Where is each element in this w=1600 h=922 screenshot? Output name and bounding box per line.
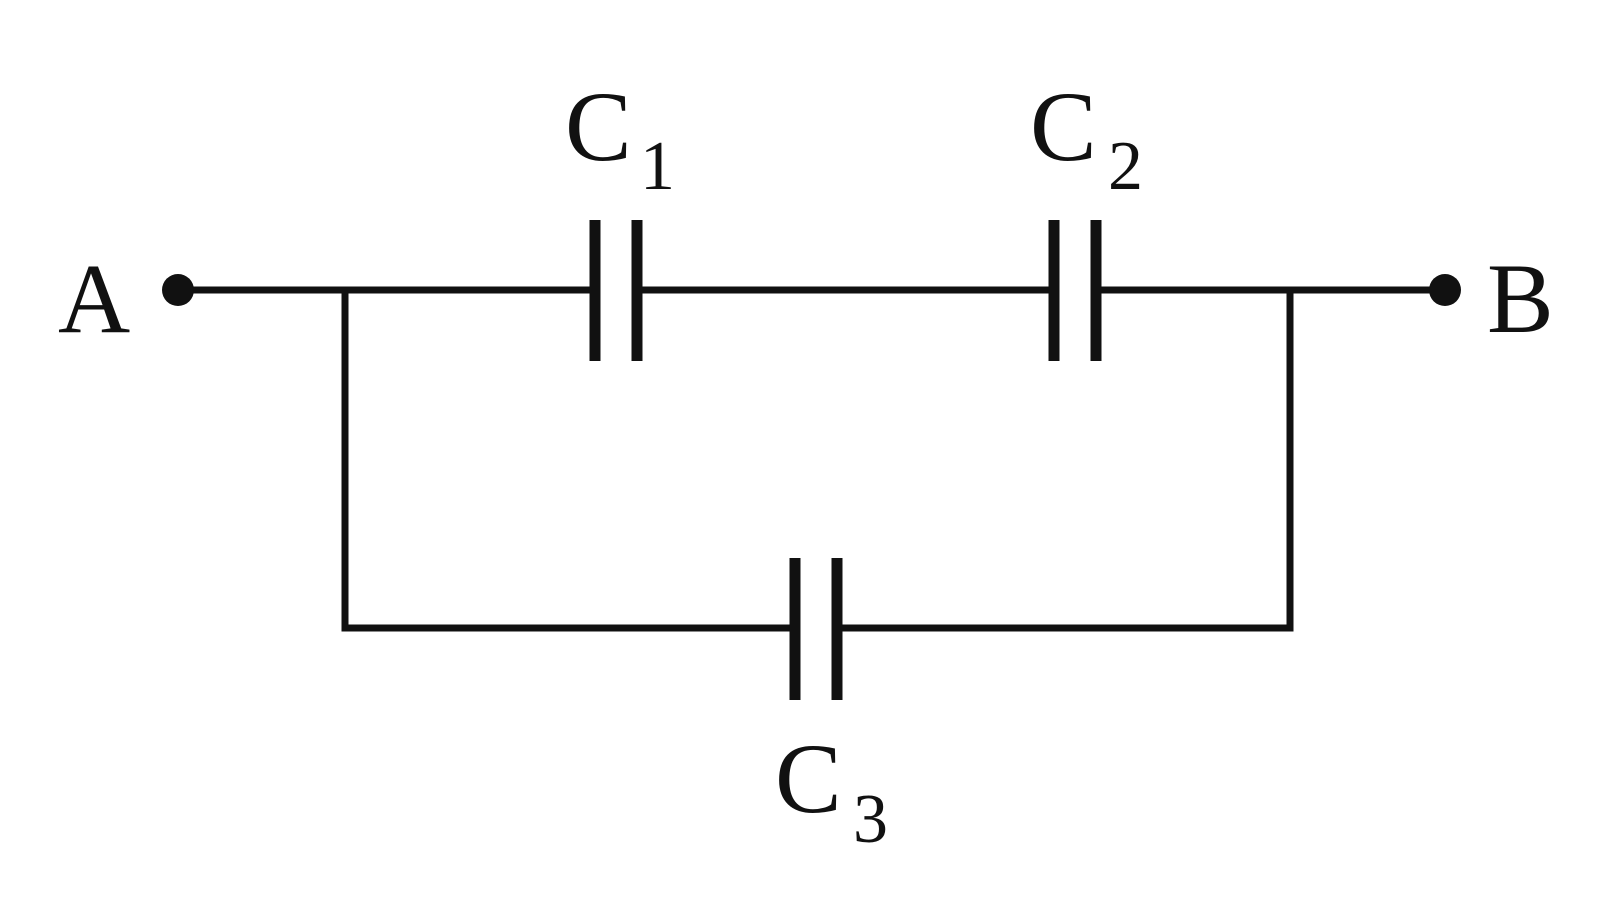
- capacitor-c3-label: C 3: [775, 723, 888, 858]
- terminal-a-label: A: [58, 243, 130, 354]
- capacitor-c3-letter: C: [775, 723, 842, 834]
- capacitor-c1-letter: C: [565, 71, 632, 182]
- terminal-a-dot: [162, 274, 194, 306]
- capacitor-c2-subscript: 2: [1108, 128, 1143, 205]
- capacitor-c1-subscript: 1: [640, 128, 675, 205]
- capacitor-c2-letter: C: [1030, 71, 1097, 182]
- terminal-b-dot: [1429, 274, 1461, 306]
- capacitor-c3: [789, 558, 843, 700]
- capacitor-c1: [589, 220, 643, 361]
- capacitor-c1-label: C 1: [565, 71, 675, 205]
- capacitor-c2: [1048, 220, 1102, 361]
- capacitor-c3-subscript: 3: [853, 781, 888, 858]
- capacitor-c2-label: C 2: [1030, 71, 1143, 205]
- terminal-b-label: B: [1487, 243, 1554, 354]
